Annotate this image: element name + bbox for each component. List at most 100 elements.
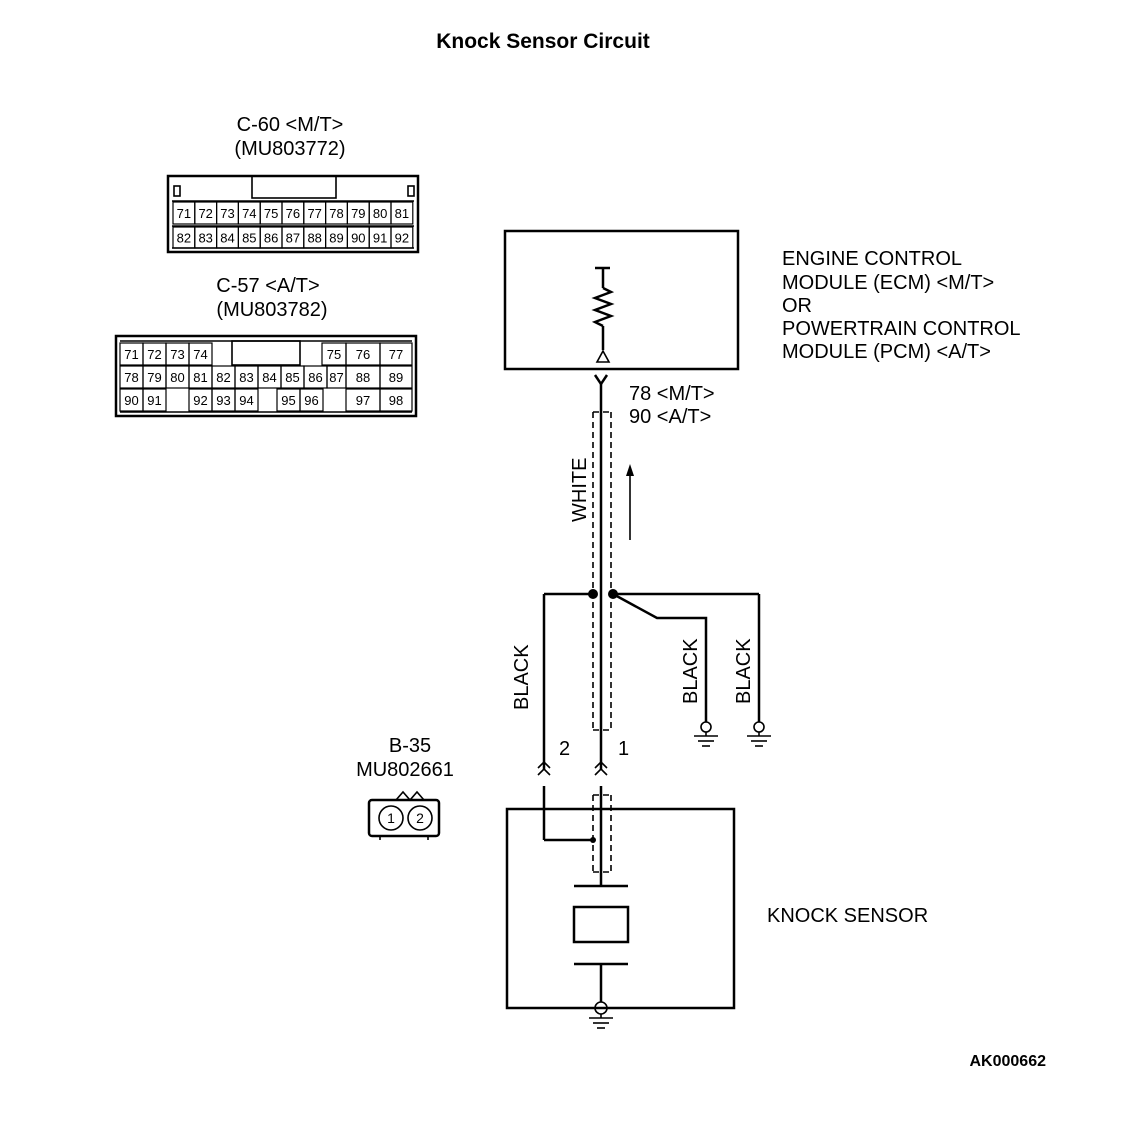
pin-number: 74 <box>193 347 207 362</box>
wire-color-black-ground2: BLACK <box>733 638 755 704</box>
pin-number: 87 <box>286 231 300 246</box>
figure-code: AK000662 <box>970 1053 1047 1070</box>
left-black-wire <box>542 592 593 842</box>
module-line5: MODULE (PCM) <A/T> <box>782 341 991 363</box>
module-line2: MODULE (ECM) <M/T> <box>782 272 994 294</box>
pin-number: 90 <box>351 231 365 246</box>
pin-cell <box>188 342 213 366</box>
pin-number: 73 <box>170 347 184 362</box>
pin-cell <box>142 388 167 412</box>
resistor-symbol <box>591 266 615 363</box>
pin-number: 83 <box>239 370 253 385</box>
connector-b35-name: B-35 <box>389 735 431 757</box>
wire-color-white: WHITE <box>569 458 591 522</box>
piezo-element-symbol <box>572 884 630 1002</box>
pin-number: 76 <box>286 206 300 221</box>
pin-number: 78 <box>124 370 138 385</box>
pin-number: 86 <box>308 370 322 385</box>
pin-number: 77 <box>389 347 403 362</box>
diagram-title: Knock Sensor Circuit <box>436 30 650 53</box>
pin-cell <box>390 226 414 249</box>
pin-number: 85 <box>242 231 256 246</box>
junction-right <box>608 589 618 599</box>
pin-number: 84 <box>220 231 234 246</box>
signal-wire <box>593 374 609 886</box>
ground-symbol-sensor <box>589 1001 613 1029</box>
wire-color-black-left: BLACK <box>511 644 533 710</box>
module-line1: ENGINE CONTROL <box>782 248 962 270</box>
pin-cell <box>299 388 324 412</box>
connector-c60-part: (MU803772) <box>234 138 345 160</box>
module-line3: OR <box>782 295 812 317</box>
pin-number: 91 <box>147 393 161 408</box>
connector-b35-face <box>367 790 441 840</box>
pin-cell <box>234 388 259 412</box>
connector-c60-name: C-60 <M/T> <box>237 114 344 136</box>
knock-sensor-box <box>505 807 736 1010</box>
signal-direction-arrow <box>626 464 634 540</box>
pin-number: 76 <box>356 347 370 362</box>
pin-number: 75 <box>327 347 341 362</box>
pin-chevron-1 <box>594 760 608 776</box>
pin-number: 95 <box>281 393 295 408</box>
connector-b35-pin1: 1 <box>387 810 395 826</box>
pin-number: 79 <box>351 206 365 221</box>
junction-left <box>588 589 598 599</box>
pin-number: 80 <box>170 370 184 385</box>
junction-sensor <box>590 837 596 843</box>
pin-number: 84 <box>262 370 276 385</box>
pin-number: 92 <box>193 393 207 408</box>
pin-number: 81 <box>395 206 409 221</box>
pin-number: 71 <box>124 347 138 362</box>
pin-number: 71 <box>177 206 191 221</box>
right-black-wires <box>611 592 761 722</box>
pin-number: 82 <box>216 370 230 385</box>
connector-c57-face: 71 72 73 74 75 76 77 78 79 80 81 82 83 84 85 86 87 88 89 90… <box>114 334 418 418</box>
connector-b35-pin2: 2 <box>416 810 424 826</box>
pin-number: 77 <box>307 206 321 221</box>
sensor-pin-2-label: 2 <box>559 738 570 760</box>
ecm-box <box>503 229 740 371</box>
terminal-label-at: 90 <A/T> <box>629 406 711 428</box>
pin-cell <box>379 342 413 366</box>
pin-number: 72 <box>198 206 212 221</box>
pin-number: 86 <box>264 231 278 246</box>
pin-number: 80 <box>373 206 387 221</box>
pin-number: 73 <box>220 206 234 221</box>
connector-c57-part: (MU803782) <box>216 299 327 321</box>
pin-number: 93 <box>216 393 230 408</box>
pin-number: 90 <box>124 393 138 408</box>
pin-number: 89 <box>329 231 343 246</box>
pin-number: 83 <box>198 231 212 246</box>
terminal-label-mt: 78 <M/T> <box>629 383 715 405</box>
module-line4: POWERTRAIN CONTROL <box>782 318 1021 340</box>
pin-number: 88 <box>356 370 370 385</box>
connector-c57-name: C-57 <A/T> <box>216 275 319 297</box>
pin-number: 96 <box>304 393 318 408</box>
pin-number: 78 <box>329 206 343 221</box>
connector-b35-part: MU802661 <box>356 759 454 781</box>
wire-color-black-ground1: BLACK <box>680 638 702 704</box>
pin-number: 98 <box>389 393 403 408</box>
sensor-pin-1-label: 1 <box>618 738 629 760</box>
pin-number: 85 <box>285 370 299 385</box>
pin-number: 79 <box>147 370 161 385</box>
pin-cell <box>379 388 413 412</box>
ground-symbol-2 <box>747 721 771 747</box>
pin-number: 94 <box>239 393 253 408</box>
pin-chevron-2 <box>537 760 551 776</box>
pin-number: 88 <box>307 231 321 246</box>
ground-symbol-1 <box>694 721 718 747</box>
pin-number: 72 <box>147 347 161 362</box>
pin-number: 74 <box>242 206 256 221</box>
pin-cell <box>390 201 414 225</box>
pin-number: 91 <box>373 231 387 246</box>
pin-number: 87 <box>329 370 343 385</box>
pin-number: 92 <box>395 231 409 246</box>
pin-number: 81 <box>193 370 207 385</box>
pin-number: 82 <box>177 231 191 246</box>
pin-number: 89 <box>389 370 403 385</box>
pin-cell <box>379 365 413 389</box>
